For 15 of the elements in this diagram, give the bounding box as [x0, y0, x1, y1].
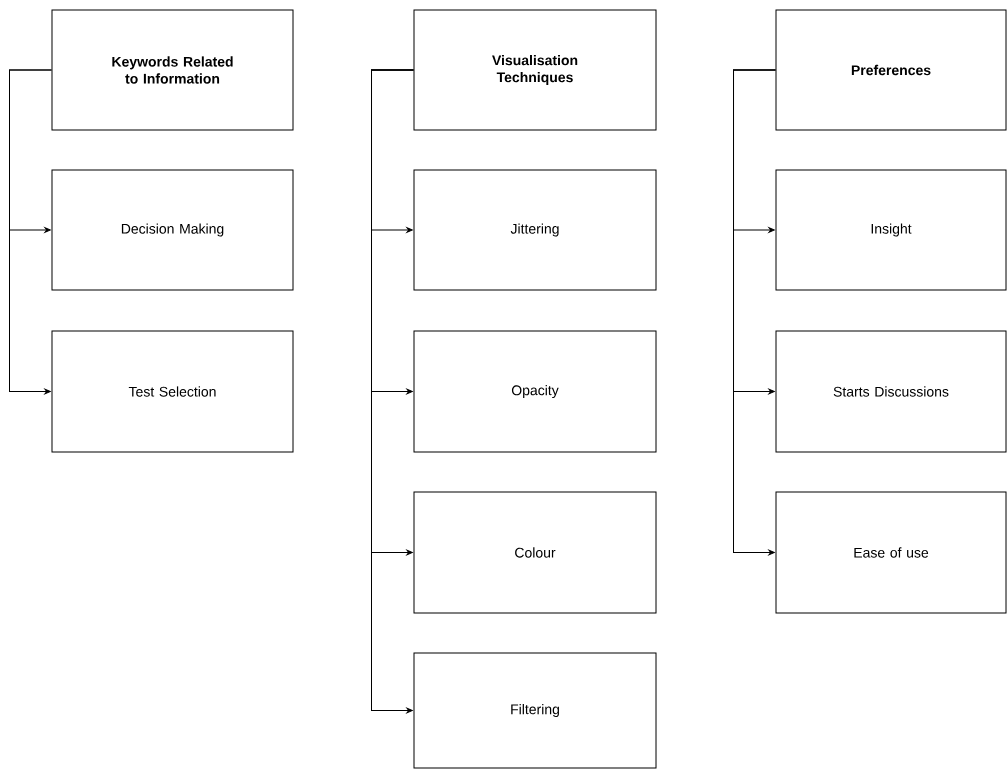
item-box: Colour [413, 491, 657, 614]
item-box: Starts Discussions [775, 330, 1007, 453]
arrow [371, 69, 414, 714]
arrow [9, 69, 52, 395]
heading-box: Keywords Related to Information [51, 9, 294, 131]
item-box: Decision Making [51, 169, 294, 291]
item-box: Ease of use [775, 491, 1007, 614]
item-box: Test Selection [51, 330, 294, 453]
arrow [733, 69, 776, 556]
item-box: Filtering [413, 652, 657, 769]
item-box: Insight [775, 169, 1007, 291]
item-box: Opacity [413, 330, 657, 453]
heading-box: Preferences [775, 9, 1007, 131]
item-box: Jittering [413, 169, 657, 291]
heading-box: Visualisation Techniques [413, 9, 657, 131]
